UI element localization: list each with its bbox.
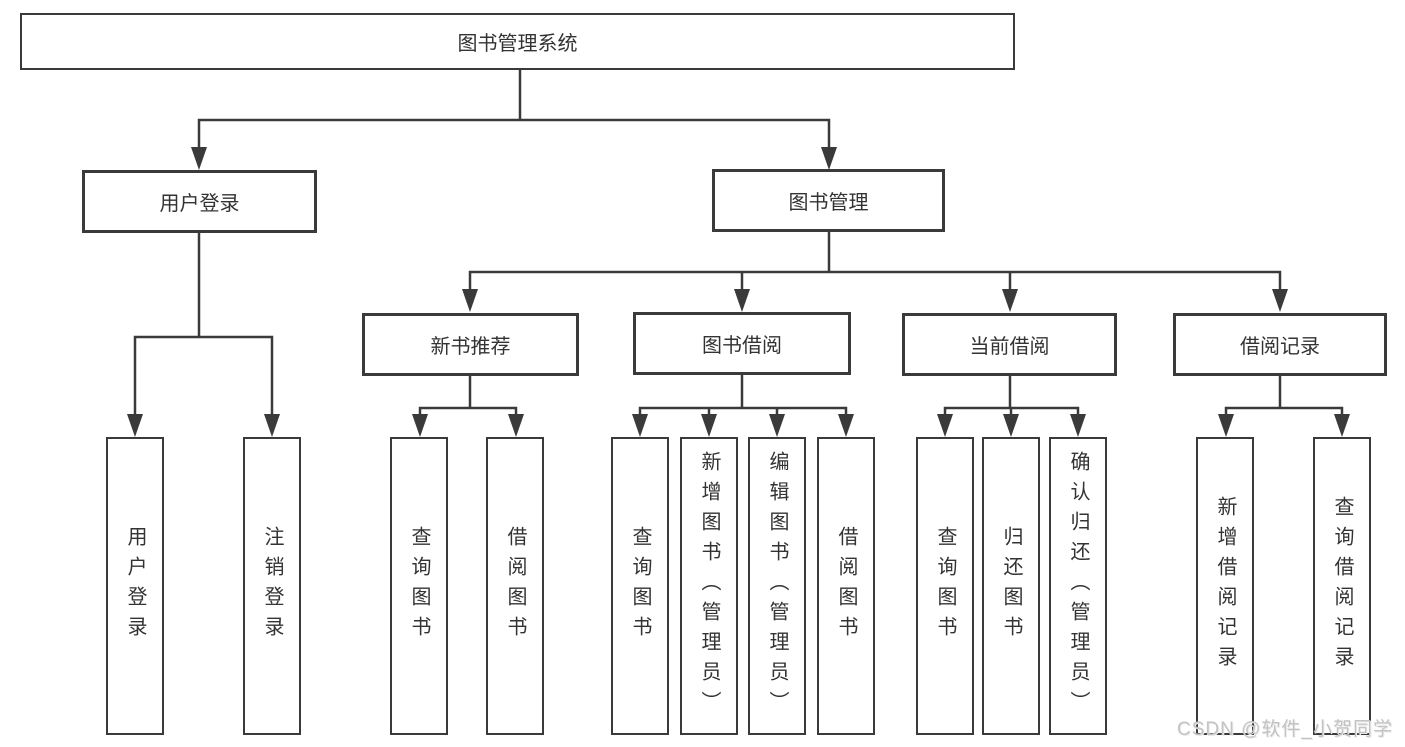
- arrow-icon: [1218, 414, 1234, 437]
- arrow-icon: [127, 414, 143, 437]
- arrow-icon: [1272, 289, 1288, 312]
- leaf-user-login: 用户登录: [106, 437, 164, 735]
- leaf-query-books-recommend: 查询图书: [390, 437, 448, 735]
- node-label: 当前借阅: [969, 336, 1050, 358]
- node-label: 借阅记录: [1240, 336, 1320, 358]
- arrow-icon: [508, 414, 524, 437]
- node-label: 注销登录: [261, 526, 283, 646]
- node-label: 新增借阅记录: [1214, 496, 1236, 676]
- arrow-icon: [632, 414, 648, 437]
- arrow-icon: [191, 147, 207, 170]
- arrow-icon: [701, 414, 717, 437]
- node-book-management-branch: 图书管理: [712, 169, 945, 232]
- node-label: 新增图书（管理员）: [698, 451, 720, 721]
- node-label: 图书管理系统: [457, 33, 578, 55]
- arrow-icon: [412, 414, 428, 437]
- arrow-icon: [769, 414, 785, 437]
- node-label: 借阅图书: [504, 526, 526, 646]
- node-library-management-system: 图书管理系统: [20, 13, 1015, 70]
- node-new-book-recommendation: 新书推荐: [362, 313, 579, 376]
- arrow-icon: [1003, 414, 1019, 437]
- arrow-icon: [734, 289, 750, 312]
- node-label: 用户登录: [159, 193, 240, 215]
- node-label: 用户登录: [124, 526, 146, 646]
- node-label: 确认归还（管理员）: [1067, 451, 1089, 721]
- leaf-borrow-books-recommend: 借阅图书: [486, 437, 544, 735]
- node-label: 查询图书: [408, 526, 430, 646]
- arrowheads: [127, 147, 1350, 437]
- node-borrowing-records: 借阅记录: [1173, 313, 1387, 376]
- node-label: 查询借阅记录: [1331, 496, 1353, 676]
- leaf-add-book-admin: 新增图书（管理员）: [680, 437, 738, 735]
- arrow-icon: [264, 414, 280, 437]
- leaf-logout: 注销登录: [243, 437, 301, 735]
- csdn-watermark: CSDN @软件_小贺同学: [1177, 719, 1393, 740]
- node-label: 新书推荐: [430, 336, 511, 358]
- leaf-query-books-current: 查询图书: [916, 437, 974, 735]
- leaf-add-borrow-record: 新增借阅记录: [1196, 437, 1254, 735]
- arrow-icon: [821, 147, 837, 170]
- node-label: 图书借阅: [702, 335, 782, 357]
- node-label: 图书管理: [788, 192, 869, 214]
- node-label: 查询图书: [934, 526, 956, 646]
- node-label: 借阅图书: [835, 526, 857, 646]
- node-label: 查询图书: [629, 526, 651, 646]
- node-label: 编辑图书（管理员）: [766, 451, 788, 721]
- arrow-icon: [1070, 414, 1086, 437]
- leaf-return-book: 归还图书: [982, 437, 1040, 735]
- arrow-icon: [838, 414, 854, 437]
- leaf-edit-book-admin: 编辑图书（管理员）: [748, 437, 806, 735]
- arrow-icon: [462, 289, 478, 312]
- node-current-borrowing: 当前借阅: [902, 313, 1117, 376]
- arrow-icon: [937, 414, 953, 437]
- arrow-icon: [1334, 414, 1350, 437]
- tree-edges: [133, 68, 1344, 419]
- arrow-icon: [1002, 289, 1018, 312]
- node-label: 归还图书: [1000, 526, 1022, 646]
- leaf-confirm-return-admin: 确认归还（管理员）: [1049, 437, 1107, 735]
- node-book-borrowing: 图书借阅: [633, 312, 851, 375]
- leaf-query-borrow-record: 查询借阅记录: [1313, 437, 1371, 735]
- node-user-login-branch: 用户登录: [82, 170, 317, 233]
- leaf-borrow-books-borrowing: 借阅图书: [817, 437, 875, 735]
- leaf-query-books-borrowing: 查询图书: [611, 437, 669, 735]
